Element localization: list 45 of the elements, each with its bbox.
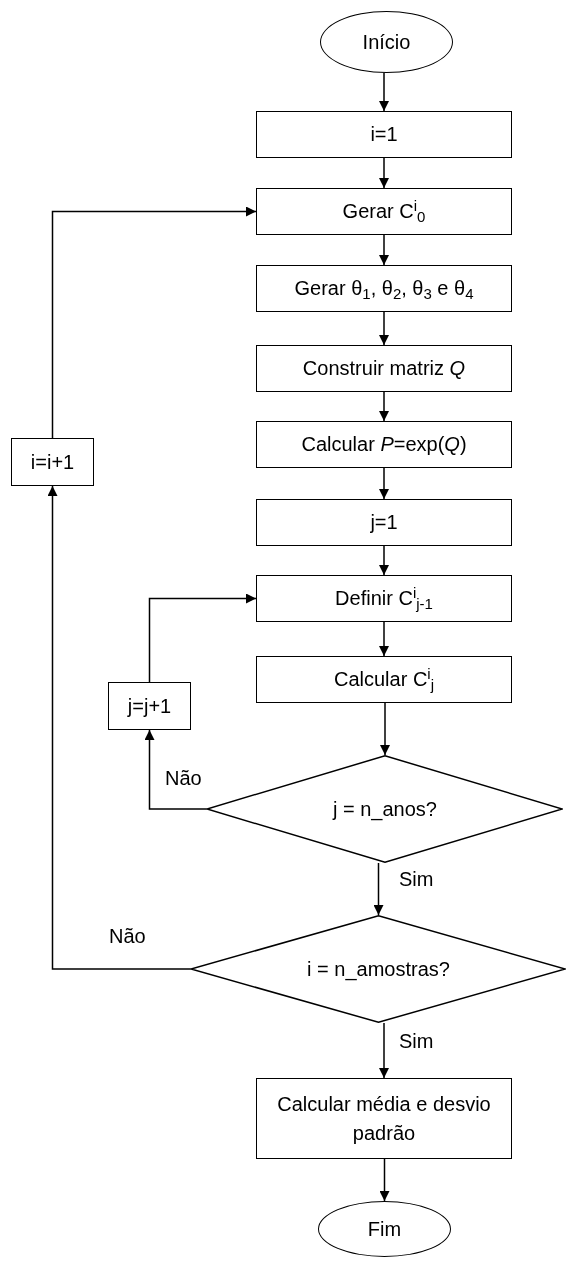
arrow [47, 485, 192, 970]
arrow [380, 702, 390, 756]
arrow [379, 311, 389, 346]
process-box [256, 499, 512, 546]
node-text: j=1 [369, 510, 399, 535]
node-text: Calcular média e desvio padrão [276, 1091, 492, 1146]
node-text: Construir matriz Q [301, 356, 467, 381]
process-box [256, 111, 512, 158]
arrow [379, 234, 389, 266]
arrow [373, 862, 384, 916]
arrow [379, 621, 389, 657]
arrow [379, 72, 389, 112]
arrow [379, 1158, 390, 1202]
node-text: Fim [366, 1216, 403, 1242]
edge-label: Sim [397, 1031, 436, 1051]
arrow [144, 729, 208, 810]
node-text: Início [361, 29, 412, 55]
process-box [256, 421, 512, 468]
decision-diamond [191, 915, 566, 1023]
arrow [379, 467, 389, 500]
arrow [379, 545, 389, 576]
process-box [256, 188, 512, 235]
node-text: Gerar θ$_{1}$, θ$_{2}$, θ$_{3}$ e θ$_{4}$ [293, 276, 475, 303]
process-box [256, 656, 512, 703]
arrow [379, 1022, 389, 1079]
process-box [256, 265, 512, 312]
process-box [256, 345, 512, 392]
arrow [379, 391, 389, 422]
decision-diamond [207, 755, 563, 863]
node-text: i=i+1 [29, 449, 76, 475]
process-box [108, 682, 191, 730]
node-text: Calcular P=exp(Q) [300, 432, 468, 457]
process-box [256, 575, 512, 622]
edge-label: Não [163, 768, 204, 788]
edge-label: Sim [397, 869, 436, 889]
node-text: j=j+1 [126, 693, 173, 719]
process-box [11, 438, 94, 486]
process-box [256, 1078, 512, 1159]
node-text: j = n_anos? [331, 796, 438, 823]
node-text: i=1 [369, 122, 399, 147]
arrow [148, 593, 257, 683]
node-text: i = n_amostras? [306, 956, 451, 983]
arrow [379, 157, 389, 189]
arrow [51, 206, 257, 439]
edge-label: Não [107, 926, 148, 946]
